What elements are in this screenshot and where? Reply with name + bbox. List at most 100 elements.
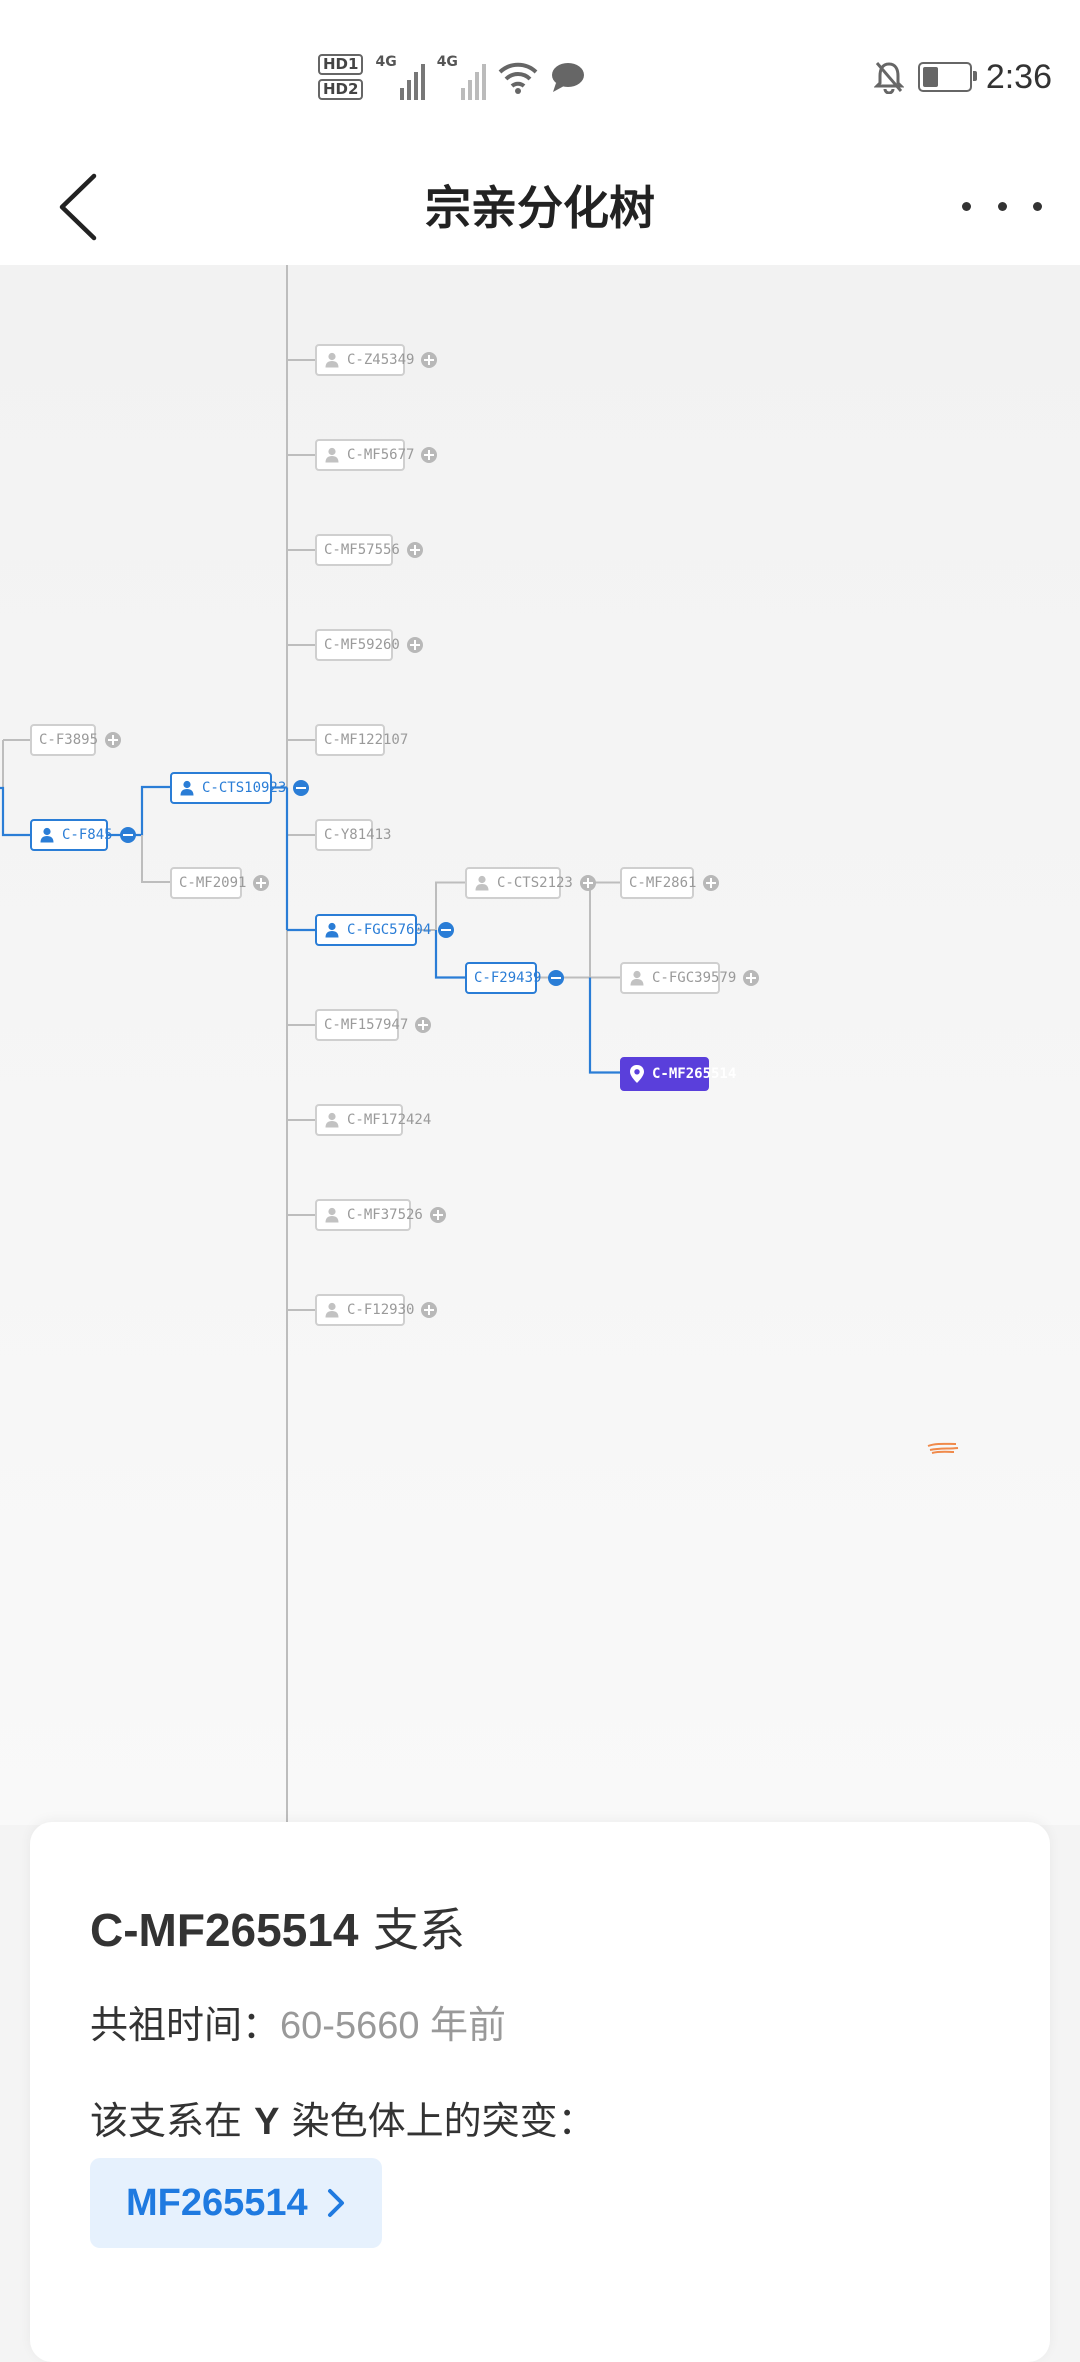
- collapse-icon[interactable]: [438, 922, 455, 938]
- status-right: 2:36: [873, 52, 1052, 102]
- expand-icon[interactable]: [429, 1207, 446, 1223]
- mutation-chip-label: MF265514: [126, 2181, 308, 2224]
- tree-node[interactable]: C-MF5677: [315, 439, 438, 471]
- mutation-chip[interactable]: MF265514: [90, 2158, 382, 2248]
- tree-node-label: C-MF265514: [652, 1065, 737, 1082]
- tree-node-label: C-MF172424: [347, 1112, 432, 1128]
- tree-node[interactable]: C-CTS10923: [170, 771, 310, 804]
- signal-icon: 4G: [375, 54, 425, 100]
- expand-icon[interactable]: [421, 447, 438, 463]
- mutation-suffix: 染色体上的突变：: [291, 2099, 596, 2143]
- tree-connector: [0, 786, 30, 837]
- person-icon: [40, 827, 54, 843]
- tree-node[interactable]: C-MF172424: [315, 1104, 431, 1136]
- tree-node-label: C-MF122107: [324, 732, 409, 748]
- more-options-icon[interactable]: [962, 186, 1042, 226]
- hd-icons: HD1 HD2: [318, 54, 364, 100]
- signal-2-icon: 4G: [437, 54, 486, 100]
- tree-node-label: C-FGC39579: [652, 969, 737, 986]
- app-header: 宗亲分化树: [0, 150, 1080, 265]
- tree-node[interactable]: C-FGC57604: [315, 914, 455, 946]
- tree-node[interactable]: C-F3895: [30, 724, 122, 756]
- battery-icon: [917, 62, 977, 92]
- tree-node[interactable]: C-MF57556: [315, 534, 423, 566]
- tree-connector: [108, 785, 170, 837]
- expand-icon[interactable]: [415, 1017, 432, 1033]
- tree-node[interactable]: C-FGC39579: [620, 961, 760, 994]
- person-icon: [475, 875, 489, 890]
- tree-node-label: C-MF2861: [629, 874, 697, 891]
- tmrca-label: 共祖时间：: [90, 2003, 281, 2047]
- tree-node-label: C-CTS10923: [202, 779, 287, 796]
- hd2-icon: HD2: [318, 79, 364, 100]
- person-icon: [180, 780, 194, 795]
- tree-node-label: C-MF57556: [324, 542, 400, 558]
- branch-code: C-MF265514: [90, 1904, 359, 1956]
- expand-icon[interactable]: [579, 874, 596, 891]
- person-icon: [325, 447, 339, 463]
- status-bar: HD1 HD2 4G 4G 2:36: [0, 0, 1080, 150]
- tree-node[interactable]: C-F29439: [465, 961, 565, 994]
- expand-icon[interactable]: [703, 874, 720, 891]
- tree-node[interactable]: C-F12930: [315, 1294, 438, 1326]
- back-icon[interactable]: [50, 170, 110, 245]
- tree-node-label: C-FGC57604: [347, 922, 432, 938]
- tree-node[interactable]: C-MF2861: [620, 866, 720, 899]
- sim2-type: 4G: [436, 54, 458, 70]
- tree-node-label: C-F845: [62, 827, 113, 843]
- location-marker-scribble: [927, 1442, 959, 1454]
- expand-icon[interactable]: [253, 874, 270, 891]
- status-left: HD1 HD2 4G 4G: [318, 52, 586, 102]
- tree-node[interactable]: C-Z45349: [315, 344, 438, 376]
- expand-icon[interactable]: [105, 732, 122, 748]
- mutation-prefix: 该支系在: [90, 2099, 243, 2143]
- person-icon: [325, 1302, 339, 1318]
- collapse-icon[interactable]: [293, 779, 310, 796]
- tree-connector: [141, 835, 170, 883]
- tree-node-label: C-F29439: [474, 969, 542, 986]
- tree-node-label: C-F3895: [39, 732, 99, 748]
- chevron-right-icon: [327, 2189, 344, 2217]
- person-icon: [630, 970, 644, 985]
- expand-icon[interactable]: [421, 352, 438, 368]
- bell-off-icon: [873, 62, 904, 94]
- sim1-type: 4G: [375, 54, 397, 70]
- tmrca-row: 共祖时间：60-5660 年前: [90, 1994, 506, 2049]
- tree-node-label: C-Y81413: [324, 827, 392, 843]
- person-icon: [325, 352, 339, 368]
- tree-node-label: C-MF59260: [324, 637, 400, 653]
- tree-connectors: [0, 265, 620, 1825]
- page-title: 宗亲分化树: [425, 181, 655, 235]
- location-pin-icon: [630, 1064, 644, 1083]
- tree-node[interactable]: C-CTS2123: [465, 866, 596, 899]
- mutation-label: 该支系在 Y 染色体上的突变：: [90, 2090, 596, 2145]
- tree-node-label: C-MF37526: [347, 1207, 423, 1223]
- clock: 2:36: [985, 57, 1052, 96]
- mutation-chrom: Y: [254, 2101, 280, 2143]
- tree-connector: [588, 977, 620, 1074]
- tree-node[interactable]: C-MF157947: [315, 1009, 432, 1041]
- tree-node-label: C-MF2091: [179, 874, 247, 891]
- tree-node-label: C-MF5677: [347, 447, 415, 463]
- collapse-icon[interactable]: [119, 827, 136, 843]
- tree-node-label: C-CTS2123: [497, 874, 573, 891]
- tree-node[interactable]: C-F845: [30, 819, 136, 851]
- collapse-icon[interactable]: [548, 969, 565, 986]
- tree-node-label: C-Z45349: [347, 352, 415, 368]
- tree-node[interactable]: C-MF2091: [170, 866, 270, 899]
- tree-node[interactable]: C-MF122107: [315, 724, 408, 756]
- tree-node[interactable]: C-MF265514: [620, 1056, 736, 1091]
- hd1-icon: HD1: [318, 54, 364, 75]
- wifi-icon: [498, 62, 538, 94]
- expand-icon[interactable]: [406, 637, 423, 653]
- tree-node[interactable]: C-Y81413: [315, 819, 391, 851]
- person-icon: [325, 1112, 339, 1128]
- tree-node[interactable]: C-MF37526: [315, 1199, 446, 1231]
- person-icon: [325, 1207, 339, 1223]
- expand-icon[interactable]: [421, 1302, 438, 1318]
- expand-icon[interactable]: [406, 542, 423, 558]
- person-icon: [325, 922, 339, 938]
- expand-icon[interactable]: [743, 969, 760, 986]
- tree-node[interactable]: C-MF59260: [315, 629, 423, 661]
